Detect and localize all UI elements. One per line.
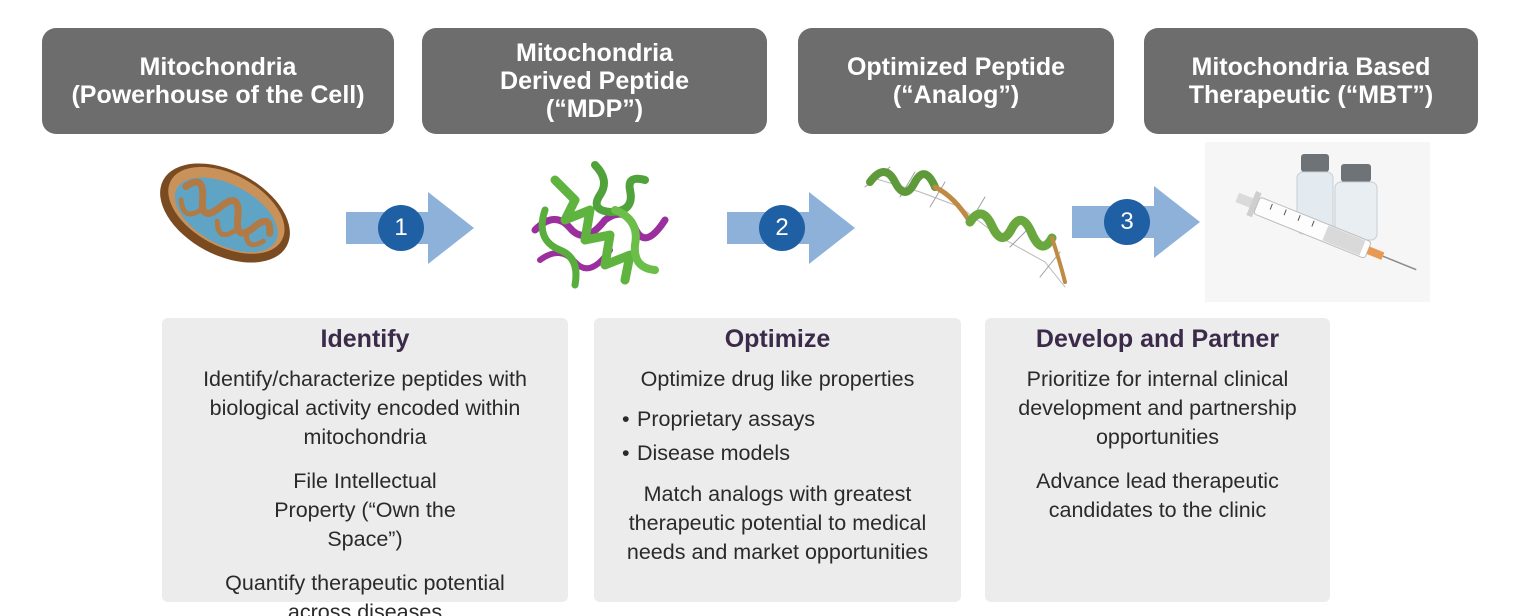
stage-title-line: Optimized Peptide	[846, 53, 1066, 81]
step-number-badge: 3	[1104, 199, 1150, 245]
step-number-badge: 2	[759, 205, 805, 251]
peptide-helix-illustration	[864, 166, 1067, 288]
panel-text: Prioritize for internal clinical develop…	[1018, 367, 1297, 449]
stage-title-line: (“MDP”)	[545, 95, 644, 123]
stage-title-line: Mitochondria	[139, 53, 297, 81]
panel-develop-partner: Develop and Partner Prioritize for inter…	[985, 318, 1330, 602]
panel-bullet-list: Proprietary assays Disease models	[594, 402, 961, 470]
step-arrow-3: 3	[1072, 186, 1200, 258]
panel-text: Identify/characterize peptides with biol…	[203, 367, 527, 449]
stage-title-line: Mitochondria Based	[1191, 53, 1431, 81]
panel-text: Optimize drug like properties	[640, 367, 915, 391]
list-item: Proprietary assays	[594, 402, 961, 436]
step-arrow-1: 1	[346, 192, 474, 264]
protein-structure-illustration	[531, 161, 669, 289]
stage-mdp: Mitochondria Derived Peptide (“MDP”)	[422, 28, 767, 134]
panel-text: Quantify therapeutic potential across di…	[225, 571, 505, 616]
panel-optimize: Optimize Optimize drug like properties P…	[594, 318, 961, 602]
panel-title: Develop and Partner	[1035, 325, 1280, 353]
panel-text: Advance lead therapeutic candidates to t…	[1036, 469, 1279, 522]
panel-identify: Identify Identify/characterize peptides …	[162, 318, 568, 616]
panel-title: Identify	[320, 325, 410, 353]
panel-title: Optimize	[724, 325, 831, 353]
vial-syringe-illustration	[1205, 142, 1430, 302]
stage-title-line: Mitochondria	[516, 39, 673, 67]
step-arrow-2: 2	[727, 192, 855, 264]
stage-title-line: (“Analog”)	[892, 81, 1020, 109]
panel-text: Match analogs with greatest therapeutic …	[626, 482, 929, 564]
stage-mitochondria: Mitochondria (Powerhouse of the Cell)	[42, 28, 394, 134]
stage-title-line: Therapeutic (“MBT”)	[1188, 81, 1434, 109]
panel-text: File Intellectual Property (“Own the Spa…	[274, 469, 456, 551]
list-item: Disease models	[594, 436, 961, 470]
stage-analog: Optimized Peptide (“Analog”)	[798, 28, 1114, 134]
step-number-badge: 1	[378, 205, 424, 251]
stage-title-line: (Powerhouse of the Cell)	[71, 81, 365, 109]
stage-mbt: Mitochondria Based Therapeutic (“MBT”)	[1144, 28, 1478, 134]
mitochondrion-illustration	[160, 163, 290, 263]
stage-title-line: Derived Peptide	[500, 67, 689, 95]
